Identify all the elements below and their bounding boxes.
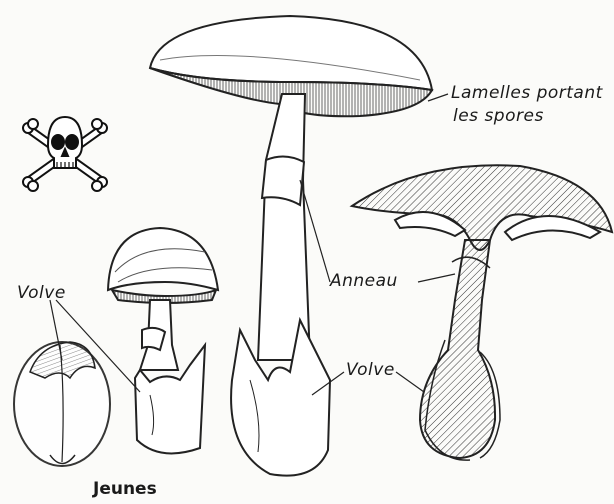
label-volva-left: Volve — [17, 285, 66, 302]
label-young: Jeunes — [93, 481, 157, 498]
young-mushroom — [108, 228, 218, 453]
label-gills-line2: les spores — [453, 108, 544, 125]
skull-and-crossbones-icon — [23, 117, 107, 191]
leader-lines — [50, 94, 455, 395]
young-egg-stage — [14, 342, 110, 466]
label-ring: Anneau — [330, 273, 398, 290]
cross-section-mushroom — [352, 165, 612, 460]
label-gills-line1: Lamelles portant — [451, 85, 603, 102]
label-volva-right: Volve — [346, 362, 395, 379]
